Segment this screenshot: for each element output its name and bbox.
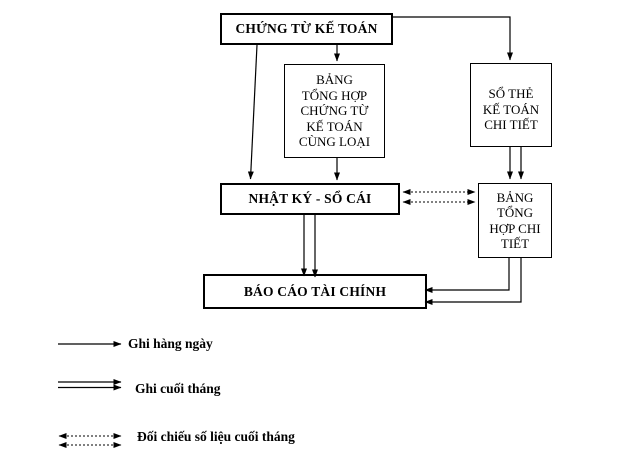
node-bao-cao-tai-chinh: BÁO CÁO TÀI CHÍNH	[203, 274, 427, 309]
node-bang-tong-hop-chi-tiet: BẢNG TỔNG HỢP CHI TIẾT	[478, 183, 552, 258]
node-chung-tu-ke-toan-label: CHỨNG TỪ KẾ TOÁN	[235, 21, 378, 36]
legend-label-ghi-cuoi-thang: Ghi cuối tháng	[135, 381, 221, 396]
node-bang-tong-hop-chung-tu-label: BẢNG TỔNG HỢP CHỨNG TỪ KẾ TOÁN CÙNG LOẠI	[298, 72, 371, 150]
node-so-the-ke-toan-chi-tiet-label: SỔ THẺ KẾ TOÁN CHI TIẾT	[482, 86, 540, 133]
arrow-bangchitiet-to-baocao-2	[424, 258, 522, 305]
node-nhat-ky-so-cai-label: NHẬT KÝ - SỔ CÁI	[248, 191, 372, 206]
node-bang-tong-hop-chung-tu: BẢNG TỔNG HỢP CHỨNG TỪ KẾ TOÁN CÙNG LOẠI	[284, 64, 385, 158]
arrow-chungtu-to-nhatky	[247, 44, 258, 180]
legend-label-ghi-hang-ngay: Ghi hàng ngày	[128, 336, 213, 351]
node-bang-tong-hop-chi-tiet-label: BẢNG TỔNG HỢP CHI TIẾT	[489, 189, 541, 252]
arrow-bangchitiet-to-baocao-1	[424, 258, 510, 293]
legend-label-doi-chieu-so-lieu: Đối chiếu số liệu cuối tháng	[137, 429, 295, 444]
node-bao-cao-tai-chinh-label: BÁO CÁO TÀI CHÍNH	[243, 283, 387, 299]
arrow-chungtu-to-sothe	[393, 16, 513, 61]
node-chung-tu-ke-toan: CHỨNG TỪ KẾ TOÁN	[220, 13, 393, 45]
node-nhat-ky-so-cai: NHẬT KÝ - SỔ CÁI	[220, 183, 400, 215]
node-so-the-ke-toan-chi-tiet: SỔ THẺ KẾ TOÁN CHI TIẾT	[470, 63, 552, 147]
